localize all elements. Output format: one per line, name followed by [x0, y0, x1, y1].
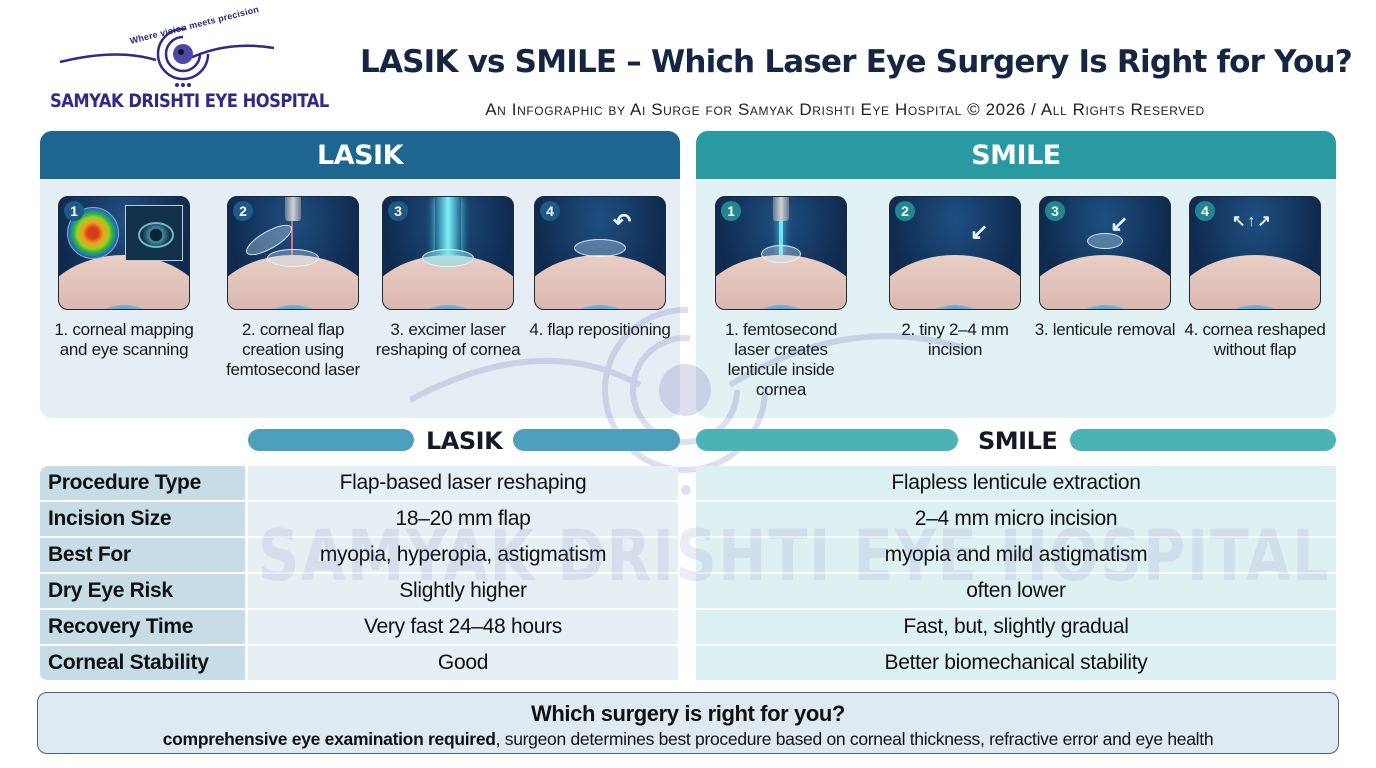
step-label: 1. corneal mapping and eye scanning — [54, 320, 194, 359]
page-title: LASIK vs SMILE – Which Laser Eye Surgery… — [360, 44, 1353, 80]
lasik-value: Slightly higher — [248, 574, 678, 610]
lasik-value: 18–20 mm flap — [248, 502, 678, 538]
hospital-name: SAMYAK DRISHTI EYE HOSPITAL — [50, 90, 329, 112]
smile-step-1: 1 1. femtosecond laser creates lenticule… — [706, 196, 856, 400]
recommendation-emphasis: comprehensive eye examination required — [162, 729, 496, 749]
recommendation-detail: , surgeon determines best procedure base… — [495, 729, 1214, 749]
lasik-value: myopia, hyperopia, astigmatism — [248, 538, 678, 574]
recommendation-text: comprehensive eye examination required, … — [38, 729, 1338, 750]
recommendation-title: Which surgery is right for you? — [531, 701, 845, 726]
step-number-badge: 3 — [388, 201, 408, 221]
smile-value: often lower — [696, 574, 1336, 610]
table-row: Best For myopia, hyperopia, astigmatism … — [40, 538, 1336, 574]
lasik-column-title: LASIK — [426, 427, 503, 455]
lasik-step-2: 2 2. corneal flap creation using femtose… — [218, 196, 368, 380]
step-number-badge: 1 — [721, 201, 741, 221]
femtosecond-laser-icon: 1 — [715, 196, 847, 310]
table-row: Dry Eye Risk Slightly higher often lower — [40, 574, 1336, 610]
smile-value: myopia and mild astigmatism — [696, 538, 1336, 574]
step-label: 4. cornea reshaped without flap — [1184, 320, 1326, 359]
excimer-laser-icon: 3 — [382, 196, 514, 310]
flap-reposition-icon: ↶ 4 — [534, 196, 666, 310]
lasik-step-3: 3 3. excimer laser reshaping of cornea — [373, 196, 523, 360]
table-row: Corneal Stability Good Better biomechani… — [40, 646, 1336, 682]
step-number-badge: 2 — [233, 201, 253, 221]
row-label: Recovery Time — [40, 610, 245, 646]
lasik-step-1: 1 1. corneal mapping and eye scanning — [49, 196, 199, 360]
step-label: 2. corneal flap creation using femtoseco… — [226, 320, 360, 379]
table-row: Incision Size 18–20 mm flap 2–4 mm micro… — [40, 502, 1336, 538]
lasik-steps-panel: LASIK 1 1. corneal mapping and eye scann… — [40, 131, 680, 418]
step-label: 3. excimer laser reshaping of cornea — [375, 320, 521, 359]
row-label: Best For — [40, 538, 245, 574]
lasik-compare-header: LASIK — [248, 427, 680, 455]
smile-panel-title: SMILE — [696, 131, 1336, 179]
eye-swirl-logo-icon — [59, 27, 275, 87]
smile-step-4: ↖↑↗ 4 4. cornea reshaped without flap — [1180, 196, 1330, 360]
smile-step-2: ↙ 2 2. tiny 2–4 mm incision — [880, 196, 1030, 360]
corneal-topography-icon: 1 — [58, 196, 190, 310]
comparison-table: Procedure Type Flap-based laser reshapin… — [40, 466, 1336, 682]
flap-creation-icon: 2 — [227, 196, 359, 310]
row-label: Corneal Stability — [40, 646, 245, 682]
lasik-step-4: ↶ 4 4. flap repositioning — [525, 196, 675, 340]
page-subtitle: An Infographic by Ai Surge for Samyak Dr… — [485, 100, 1205, 119]
step-label: 2. tiny 2–4 mm incision — [901, 320, 1009, 359]
smile-step-3: ↙ 3 3. lenticule removal — [1030, 196, 1180, 340]
row-label: Procedure Type — [40, 466, 245, 502]
step-number-badge: 4 — [540, 201, 560, 221]
smile-column-title: SMILE — [978, 427, 1058, 455]
step-label: 4. flap repositioning — [529, 320, 671, 339]
step-number-badge: 3 — [1045, 201, 1065, 221]
step-label: 1. femtosecond laser creates lenticule i… — [724, 320, 838, 399]
lasik-value: Good — [248, 646, 678, 682]
smile-value: Flapless lenticule extraction — [696, 466, 1336, 502]
micro-incision-icon: ↙ 2 — [889, 196, 1021, 310]
cornea-reshaped-icon: ↖↑↗ 4 — [1189, 196, 1321, 310]
smile-value: Better biomechanical stability — [696, 646, 1336, 682]
lenticule-removal-icon: ↙ 3 — [1039, 196, 1171, 310]
table-row: Recovery Time Very fast 24–48 hours Fast… — [40, 610, 1336, 646]
smile-value: 2–4 mm micro incision — [696, 502, 1336, 538]
hospital-logo: Where vision meets precision SAMYAK DRIS… — [48, 4, 329, 118]
smile-value: Fast, but, slightly gradual — [696, 610, 1336, 646]
row-label: Dry Eye Risk — [40, 574, 245, 610]
table-row: Procedure Type Flap-based laser reshapin… — [40, 466, 1336, 502]
smile-steps-panel: SMILE 1 1. femtosecond laser creates len… — [696, 131, 1336, 418]
step-number-badge: 4 — [1195, 201, 1215, 221]
recommendation-box: Which surgery is right for you? comprehe… — [37, 692, 1339, 754]
lasik-panel-title: LASIK — [40, 131, 680, 179]
step-label: 3. lenticule removal — [1034, 320, 1176, 339]
step-number-badge: 2 — [895, 201, 915, 221]
step-number-badge: 1 — [64, 201, 84, 221]
smile-compare-header: SMILE — [696, 427, 1336, 455]
lasik-value: Flap-based laser reshaping — [248, 466, 678, 502]
lasik-value: Very fast 24–48 hours — [248, 610, 678, 646]
row-label: Incision Size — [40, 502, 245, 538]
